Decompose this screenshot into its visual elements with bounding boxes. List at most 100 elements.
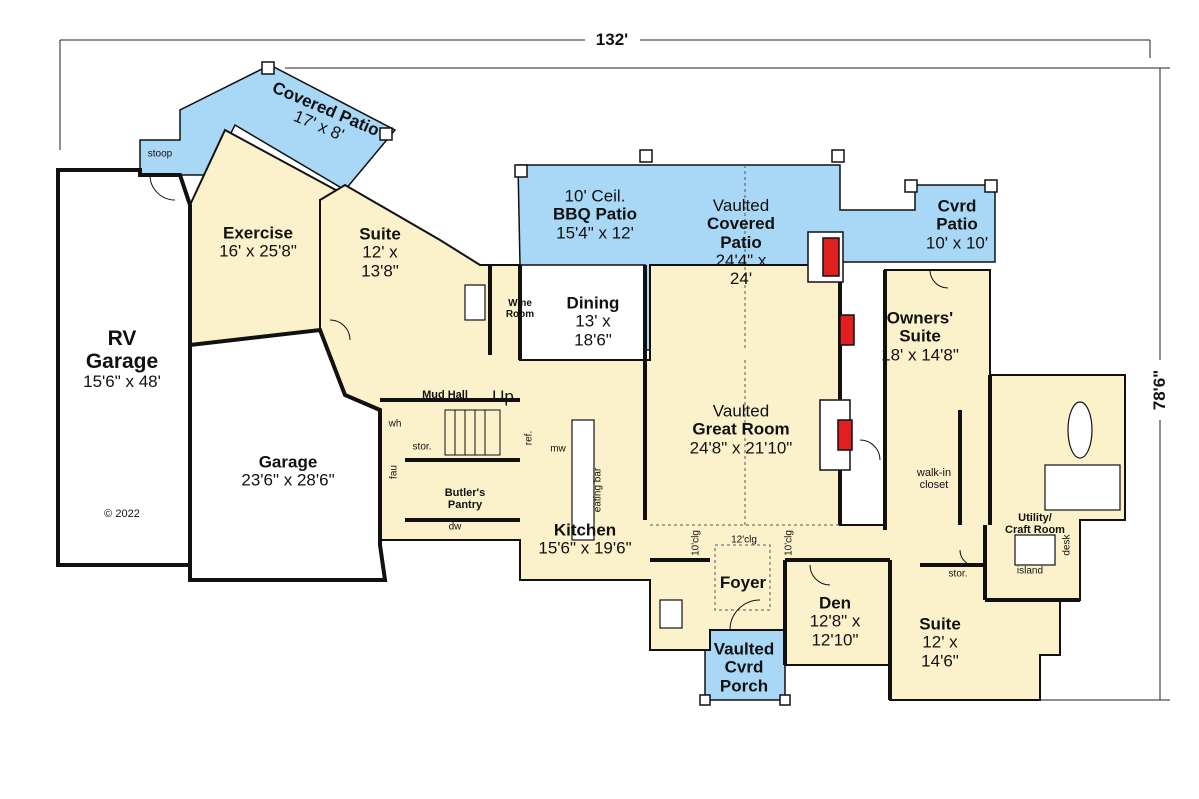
ref-label: ref. (523, 430, 535, 446)
great-room-name-2: Great Room (692, 419, 790, 439)
post (639, 149, 653, 163)
owners-suite-name-2: Suite (899, 326, 941, 346)
den-label: Den 12'8" x 12'10" (810, 594, 861, 649)
covered-patio-main-name-1: Vaulted (712, 196, 770, 216)
great-room-name-1: Vaulted (712, 401, 770, 421)
bbq-patio-ceil: 10' Ceil. (564, 186, 626, 206)
post (984, 179, 998, 193)
ceiling-outlines (650, 165, 840, 611)
dw-label: dw (448, 521, 462, 533)
fireplace-owners (839, 314, 855, 346)
covered-patio-main-name-3: Patio (720, 232, 762, 252)
post (379, 127, 393, 141)
stoop-label: stoop (147, 148, 173, 160)
interior-walls (380, 265, 1080, 700)
owners-suite-dims: 18' x 14'8" (881, 345, 959, 365)
cvrd-patio-ne-dims: 10' x 10' (925, 233, 989, 253)
post (831, 149, 845, 163)
bbq-patio-name: BBQ Patio (552, 204, 638, 224)
dining-dims-2: 18'6" (574, 330, 612, 350)
covered-patio-main-name-2: Covered (706, 214, 776, 234)
post (904, 179, 918, 193)
utility-name-2: Craft Room (1005, 524, 1065, 536)
island-label: island (1016, 565, 1044, 577)
cvrd-patio-ne-name-1: Cvrd (937, 196, 977, 216)
garage-dims: 23'6" x 28'6" (241, 471, 335, 490)
garage-name: Garage (258, 452, 318, 472)
great-room-dims: 24'8" x 21'10" (689, 438, 793, 458)
stor-suite-label: stor. (948, 568, 968, 580)
exercise-label: Exercise 16' x 25'8" (219, 223, 297, 262)
suite-nw-name: Suite (359, 224, 401, 244)
garage-label: Garage 23'6" x 28'6" (241, 452, 335, 491)
door-swings (149, 174, 977, 631)
utility-name-1: Utility/ (1018, 512, 1052, 525)
stor-mud-label: stor. (412, 441, 432, 453)
post (699, 694, 711, 706)
rv-garage-name-1: RV (107, 327, 137, 351)
kitchen-island (571, 419, 595, 541)
foyer-label: Foyer (719, 572, 767, 592)
eating-bar-label: eating bar (592, 467, 604, 513)
craft-island (1014, 534, 1056, 566)
exercise-dims: 16' x 25'8" (219, 242, 297, 261)
porch-name-3: Porch (719, 676, 769, 696)
owners-suite-name-1: Owners' (886, 308, 954, 328)
wh-label: wh (388, 418, 402, 430)
post (514, 164, 528, 178)
bathtub-suite (464, 284, 486, 321)
owners-suite-label: Owners' Suite 18' x 14'8" (881, 309, 959, 364)
copyright-label: © 2022 (104, 508, 140, 521)
mw-label: mw (550, 443, 566, 455)
covered-patio-main-label: Vaulted Covered Patio 24'4" x 24' (706, 196, 776, 289)
butlers-pantry-name-1: Butler's (444, 487, 486, 500)
shower-owners (1044, 464, 1121, 511)
rv-garage-label: RV Garage 15'6" x 48' (83, 327, 161, 392)
fireplaces (807, 231, 855, 471)
dimension-width: 132' (591, 30, 633, 50)
fau-label: fau (388, 465, 400, 479)
porch-label: Vaulted Cvrd Porch (714, 640, 774, 695)
great-room-label: Vaulted Great Room 24'8" x 21'10" (690, 402, 793, 457)
fixtures (464, 284, 1121, 629)
porch-name-2: Cvrd (724, 657, 764, 677)
post (779, 694, 791, 706)
suite-se-label: Suite 12' x 14'6" (919, 615, 961, 670)
suite-nw-dims-2: 13'8" (361, 261, 399, 281)
rv-garage-dims: 15'6" x 48' (83, 372, 161, 392)
rv-garage-name-2: Garage (85, 349, 159, 373)
covered-patio-main-dims-2: 24' (729, 269, 753, 289)
interior-floor (189, 128, 1126, 701)
den-name: Den (818, 593, 852, 613)
dining-name: Dining (566, 293, 620, 313)
clg-foyer-label: 12'clg (731, 534, 757, 546)
garage-floors (56, 168, 388, 582)
wine-room-name-2: Room (505, 309, 535, 320)
butlers-pantry-name-2: Pantry (447, 499, 483, 511)
kitchen-dims: 15'6" x 19'6" (538, 539, 632, 558)
den-dims-1: 12'8" x (809, 611, 861, 631)
up-label: Up (492, 386, 514, 406)
desk-label: desk (1061, 534, 1073, 556)
exercise-name: Exercise (223, 223, 293, 243)
shower-half-bath (659, 599, 683, 629)
bbq-patio-dims: 15'4" x 12' (556, 223, 634, 243)
suite-nw-dims-1: 12' x (362, 242, 398, 262)
covered-patio-main-dims-1: 24'4" x (715, 251, 767, 271)
dining-dims-1: 13' x (575, 311, 611, 331)
dimension-lines (59, 39, 1170, 701)
suite-se-name: Suite (919, 614, 961, 634)
porch-name-1: Vaulted (713, 639, 775, 659)
bathtub-owners (1067, 401, 1093, 459)
mud-hall-label: Mud Hall (422, 389, 468, 402)
suite-se-dims-1: 12' x (922, 632, 958, 652)
dimension-depth: 78'6" (1150, 365, 1170, 415)
walk-in-closet-name-1: walk-in (916, 467, 952, 480)
walk-in-closet-name-2: closet (919, 479, 949, 491)
patio-areas (139, 64, 996, 701)
suite-se-dims-2: 14'6" (921, 651, 959, 671)
suite-nw-label: Suite 12' x 13'8" (359, 225, 401, 280)
wine-room-name-1: Wine (508, 298, 532, 310)
garage-floor (188, 327, 388, 582)
walk-in-closet-label: walk-in closet (916, 467, 952, 492)
